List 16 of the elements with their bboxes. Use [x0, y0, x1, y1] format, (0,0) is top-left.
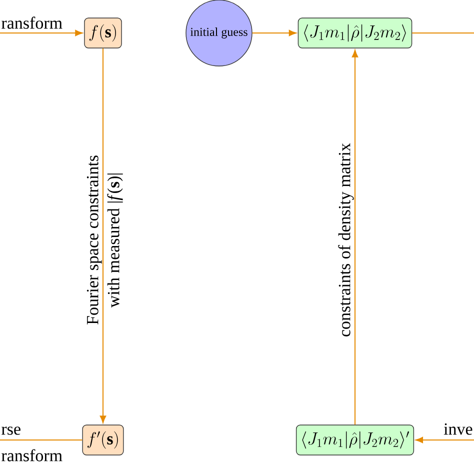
arrow: [352, 50, 358, 426]
edge-label: rse: [2, 426, 20, 435]
arrow: [100, 48, 106, 424]
edge-label: ransform: [2, 16, 62, 29]
edge-label: Fourier space constraints: [86, 156, 102, 324]
label-text: with measured |f(s)|: [107, 174, 123, 308]
arrow: [416, 436, 474, 444]
process-box: $f'(\mathbf{s})$: [82, 424, 124, 456]
edge-label: inve: [444, 423, 472, 435]
process-box: $f(\mathbf{s})$: [84, 18, 122, 48]
label-text: ransform: [2, 449, 62, 462]
arrow: [0, 30, 83, 36]
edge-label: constraints of density matrix: [338, 143, 354, 336]
arrow: [252, 30, 296, 36]
process-box: $\langle J_1 m_1|\hat{\rho}|J_2 m_2\rangle'$: [296, 424, 414, 456]
process-box: $\langle J_1 m_1|\hat{\rho}|J_2 m_2\rangle$: [298, 18, 412, 48]
